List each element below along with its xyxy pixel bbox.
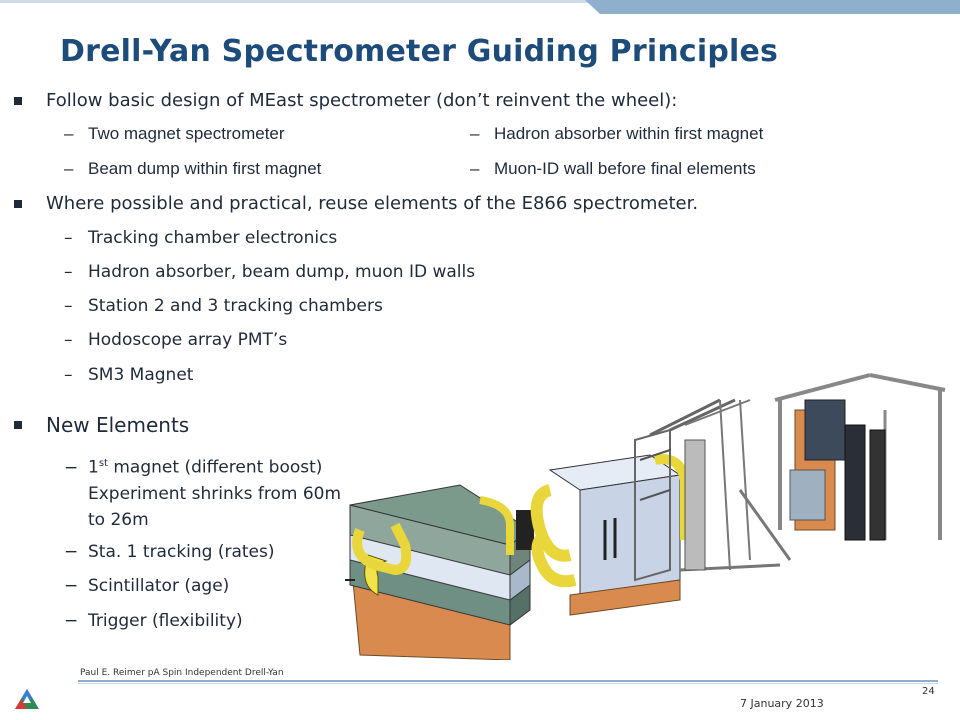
- spectrometer-illustration: [345, 373, 946, 660]
- argonne-logo-icon: [15, 689, 39, 709]
- second-magnet-drawing: [530, 454, 690, 616]
- bullet-text: Follow basic design of MEast spectromete…: [46, 90, 678, 111]
- design-item: –Beam dump within first magnet: [64, 159, 322, 178]
- footer-author: Paul E. Reimer pA Spin Independent Drell…: [80, 668, 284, 678]
- footer-date: 7 January 2013: [740, 697, 824, 710]
- new-item: −Trigger (flexibility): [64, 611, 243, 631]
- new-item: −Scintillator (age): [64, 576, 230, 596]
- bullet-text: Where possible and practical, reuse elem…: [46, 193, 699, 214]
- reuse-item: –Hodoscope array PMT’s: [64, 330, 288, 350]
- reuse-item: –Hadron absorber, beam dump, muon ID wal…: [64, 262, 476, 282]
- footer-divider: [78, 680, 938, 684]
- page-number: 24: [922, 686, 935, 697]
- bullet-square-icon: [14, 200, 22, 208]
- bullet-square-icon: [14, 421, 22, 429]
- tracking-stations-drawing: [634, 398, 792, 582]
- slide-title: Drell-Yan Spectrometer Guiding Principle…: [60, 34, 779, 69]
- new-item: −1st magnet (different boost) Experiment…: [64, 457, 342, 530]
- bullet-square-icon: [14, 97, 22, 105]
- new-item: −Sta. 1 tracking (rates): [64, 542, 275, 562]
- muon-id-wall-drawing: [774, 373, 946, 541]
- design-item: –Hadron absorber within first magnet: [470, 124, 764, 143]
- design-item: –Muon-ID wall before final elements: [470, 159, 756, 178]
- design-item: –Two magnet spectrometer: [64, 124, 285, 143]
- reuse-item: –Station 2 and 3 tracking chambers: [64, 296, 383, 316]
- top-decor-bar: [0, 0, 960, 14]
- reuse-item: –Tracking chamber electronics: [64, 228, 338, 248]
- bullet-text: New Elements: [46, 413, 190, 437]
- reuse-item: –SM3 Magnet: [64, 365, 194, 385]
- first-magnet-drawing: [345, 484, 534, 660]
